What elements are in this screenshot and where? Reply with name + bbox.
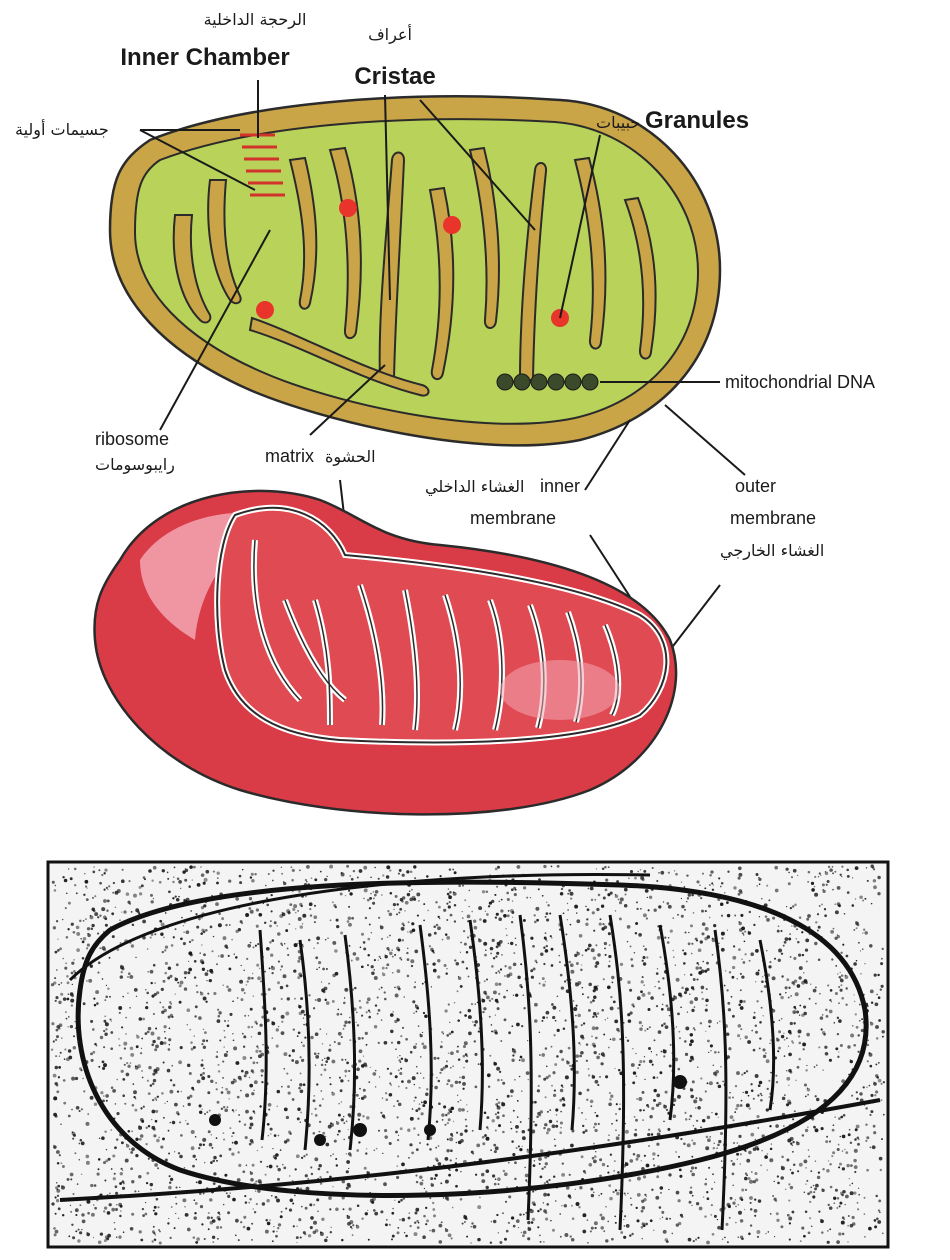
pink-highlight-3d (500, 660, 620, 720)
electron-micrograph (48, 862, 888, 1247)
outer-membrane-label-ar: الغشاء الخارجي (720, 541, 824, 561)
cristae-label-ar: أعراف (368, 24, 412, 45)
matrix-label-ar: الحشوة (325, 447, 376, 467)
inner-chamber-label: Inner Chamber (120, 44, 289, 71)
inner-chamber-label-ar: الرحجة الداخلية (204, 10, 307, 30)
mitochondrial-dna-label: mitochondrial DNA (725, 372, 875, 392)
ribosome-label-ar: رايبوسومات (95, 455, 175, 475)
cristae-label: Cristae (354, 63, 435, 90)
cross-section-mitochondrion (110, 96, 720, 445)
inner-membrane-label: inner (540, 476, 580, 496)
outer-membrane-label: outer (735, 476, 776, 496)
granules-label: Granules (645, 107, 749, 134)
matrix-label: matrix (265, 446, 314, 466)
granules-label-ar: حبيبات (596, 113, 640, 132)
outer-membrane-label-2: membrane (730, 508, 816, 528)
granule (256, 301, 274, 319)
inner-membrane-label-2: membrane (470, 508, 556, 528)
primary-particles-label-ar: جسيمات أولية (15, 119, 109, 140)
cutaway-mitochondrion-3d (94, 491, 676, 815)
ribosome-label: ribosome (95, 429, 169, 449)
granule (339, 199, 357, 217)
inner-membrane-label-ar: الغشاء الداخلي (425, 477, 524, 497)
granule (443, 216, 461, 234)
